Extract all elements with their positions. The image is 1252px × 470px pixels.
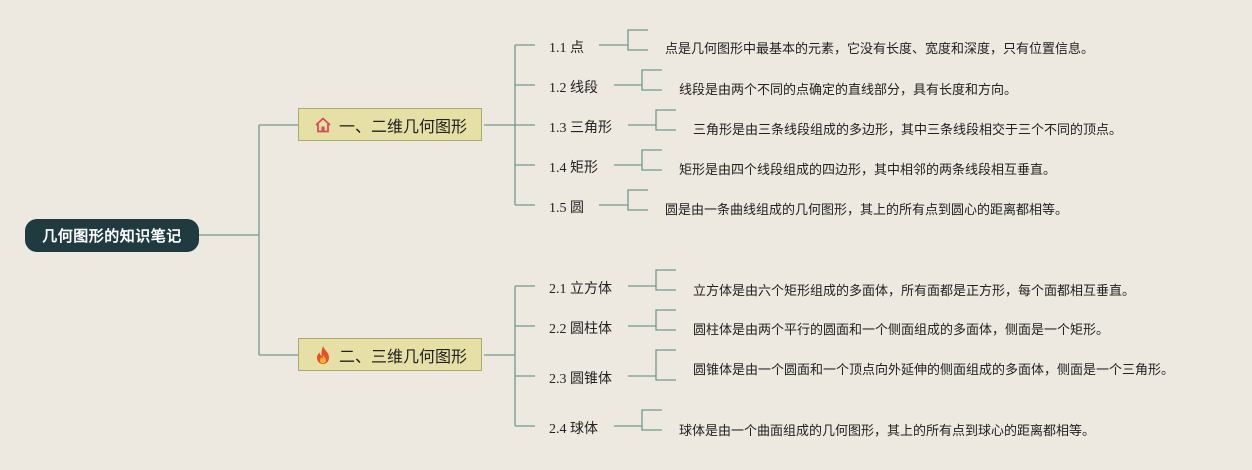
note-1-2[interactable]: 线段是由两个不同的点确定的直线部分，具有长度和方向。	[679, 83, 1018, 98]
topic-1-4[interactable]: 1.4 矩形	[549, 161, 598, 176]
topic-2-3[interactable]: 2.3 圆锥体	[549, 372, 612, 387]
branch-node-2d[interactable]: 一、二维几何图形	[298, 108, 482, 141]
note-2-3[interactable]: 圆锥体是由一个圆面和一个顶点向外延伸的侧面组成的多面体，侧面是一个三角形。	[693, 363, 1175, 378]
note-1-3-bracket	[655, 109, 676, 131]
note-1-1-bracket	[627, 29, 648, 51]
branch-label-3d: 二、三维几何图形	[338, 346, 467, 366]
note-1-2-bracket	[641, 69, 662, 91]
topic-1-2[interactable]: 1.2 线段	[549, 81, 598, 96]
branch-label-2d: 一、二维几何图形	[338, 116, 467, 136]
note-2-1-bracket	[655, 269, 676, 291]
note-1-4-bracket	[641, 149, 662, 171]
topic-2-2[interactable]: 2.2 圆柱体	[549, 322, 612, 337]
fire-icon	[313, 345, 333, 365]
note-2-4-bracket	[641, 409, 662, 431]
root-title: 几何图形的知识笔记	[42, 227, 182, 245]
root-node[interactable]: 几何图形的知识笔记	[25, 219, 199, 252]
topic-1-1[interactable]: 1.1 点	[549, 41, 584, 56]
topic-2-4[interactable]: 2.4 球体	[549, 422, 598, 437]
note-1-3[interactable]: 三角形是由三条线段组成的多边形，其中三条线段相交于三个不同的顶点。	[693, 123, 1123, 138]
note-2-3-bracket	[655, 349, 676, 381]
topic-2-1[interactable]: 2.1 立方体	[549, 282, 612, 297]
branch-node-3d[interactable]: 二、三维几何图形	[298, 338, 482, 371]
topic-1-5[interactable]: 1.5 圆	[549, 201, 584, 216]
note-2-1[interactable]: 立方体是由六个矩形组成的多面体，所有面都是正方形，每个面都相互垂直。	[693, 284, 1136, 299]
note-2-2-bracket	[655, 309, 676, 331]
house-icon	[313, 115, 333, 135]
note-2-4[interactable]: 球体是由一个曲面组成的几何图形，其上的所有点到球心的距离都相等。	[679, 424, 1096, 439]
note-1-4[interactable]: 矩形是由四个线段组成的四边形，其中相邻的两条线段相互垂直。	[679, 163, 1057, 178]
note-1-5-bracket	[627, 189, 648, 211]
note-2-2[interactable]: 圆柱体是由两个平行的圆面和一个侧面组成的多面体，侧面是一个矩形。	[693, 323, 1110, 338]
topic-1-3[interactable]: 1.3 三角形	[549, 121, 612, 136]
note-1-5[interactable]: 圆是由一条曲线组成的几何图形，其上的所有点到圆心的距离都相等。	[665, 203, 1069, 218]
note-1-1[interactable]: 点是几何图形中最基本的元素，它没有长度、宽度和深度，只有位置信息。	[665, 42, 1095, 57]
